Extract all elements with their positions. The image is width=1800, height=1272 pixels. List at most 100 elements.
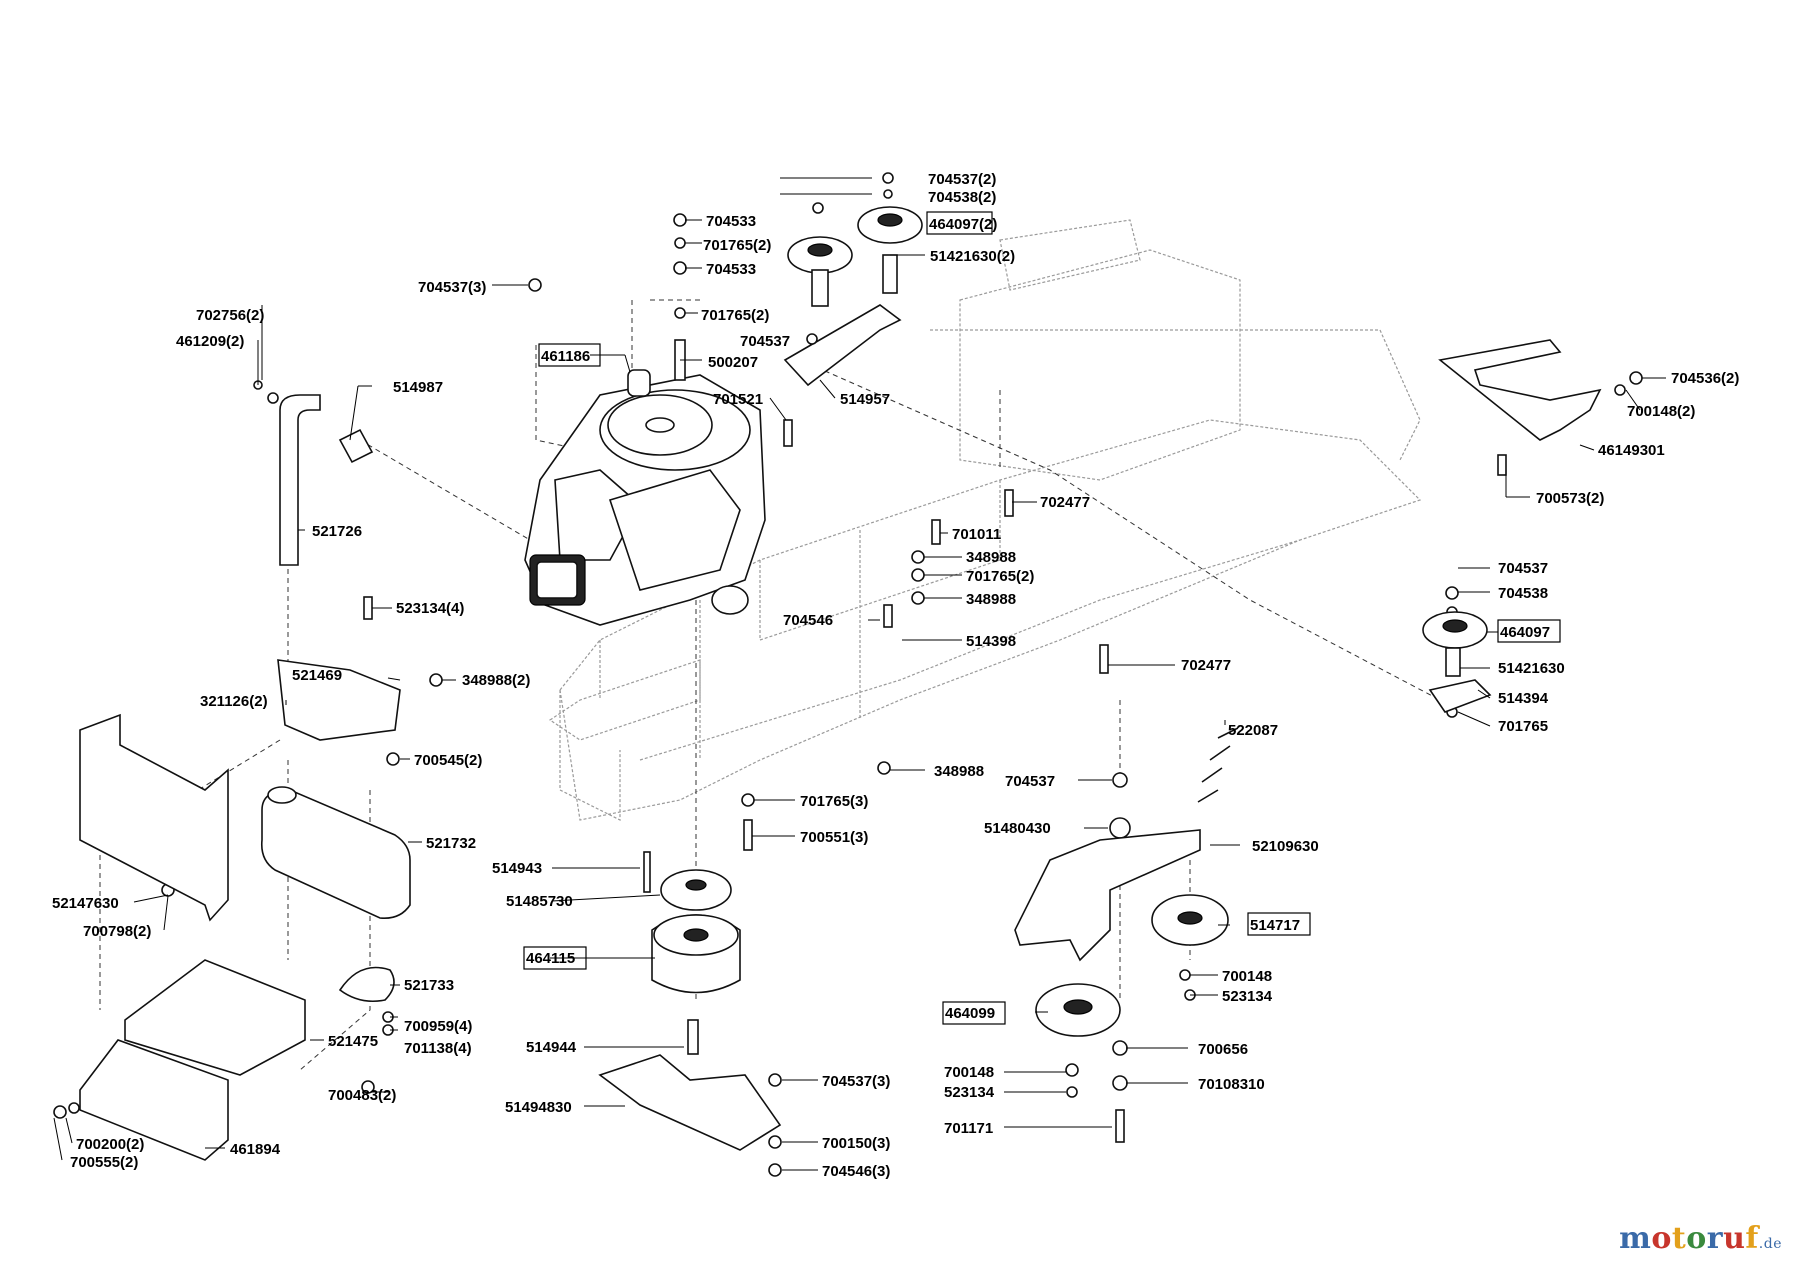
label-464097: 464097 (1500, 624, 1550, 641)
label-700200-2: 700200(2) (76, 1136, 144, 1153)
label-704533-a: 704533 (706, 213, 756, 230)
label-522087: 522087 (1228, 722, 1278, 739)
label-701765-2-b: 701765(2) (701, 307, 769, 324)
label-700148-2: 700148(2) (1627, 403, 1695, 420)
label-700148-a: 700148 (1222, 968, 1272, 985)
label-704537-2: 704537(2) (928, 171, 996, 188)
leader-lines (53, 177, 1666, 1171)
label-348988-c: 348988 (934, 763, 984, 780)
label-521732: 521732 (426, 835, 476, 852)
label-514943: 514943 (492, 860, 542, 877)
label-701138-4: 701138(4) (404, 1040, 472, 1057)
right-idler (1422, 339, 1602, 713)
label-523134-a: 523134 (1222, 988, 1273, 1005)
label-704537-a: 704537 (740, 333, 790, 350)
label-70108310: 70108310 (1198, 1076, 1265, 1093)
label-704538: 704538 (1498, 585, 1548, 602)
engine-461186 (524, 369, 766, 626)
label-700483-2: 700483(2) (328, 1087, 396, 1104)
label-514394: 514394 (1498, 690, 1549, 707)
label-701765-3: 701765(3) (800, 793, 868, 810)
label-702477-b: 702477 (1181, 657, 1231, 674)
label-701011: 701011 (952, 526, 1001, 543)
label-51421630: 51421630 (1498, 660, 1565, 677)
label-514957: 514957 (840, 391, 890, 408)
idler-pulleys-top (783, 172, 923, 387)
label-700798-2: 700798(2) (83, 923, 151, 940)
label-701171: 701171 (944, 1120, 993, 1137)
watermark-letter: o (1686, 1221, 1707, 1256)
label-321126-2: 321126(2) (200, 693, 268, 710)
label-700656: 700656 (1198, 1041, 1248, 1058)
watermark-letter: r (1706, 1221, 1724, 1256)
exhaust-pipe (279, 394, 374, 566)
watermark-logo-text: motoruf (1619, 1221, 1759, 1256)
label-701765: 701765 (1498, 718, 1548, 735)
label-704537-c: 704537 (1005, 773, 1055, 790)
label-700545-2: 700545(2) (414, 752, 482, 769)
label-461186: 461186 (541, 348, 590, 365)
part-labels: 704537(2) 704538(2) 464097(2) 51421630(2… (52, 171, 1739, 1180)
watermark-letter: f (1745, 1221, 1759, 1256)
label-702756-2: 702756(2) (196, 307, 264, 324)
label-52147630: 52147630 (52, 895, 119, 912)
hardware (53, 213, 1643, 1177)
label-704536-2: 704536(2) (1671, 370, 1739, 387)
label-700148-b: 700148 (944, 1064, 994, 1081)
pto-clutch (598, 851, 782, 1151)
label-500207: 500207 (708, 354, 758, 371)
label-523134-4: 523134(4) (396, 600, 464, 617)
muffler-assembly (79, 659, 411, 1003)
label-348988-b: 348988 (966, 591, 1016, 608)
label-461209-2: 461209(2) (176, 333, 244, 350)
label-700150-3: 700150(3) (822, 1135, 890, 1152)
idler-arm (1014, 727, 1239, 1037)
motoruf-watermark: motoruf.de (1619, 1221, 1782, 1256)
label-704546-3: 704546(3) (822, 1163, 890, 1180)
label-46149301: 46149301 (1598, 442, 1665, 459)
label-52109630: 52109630 (1252, 838, 1319, 855)
label-521469: 521469 (292, 667, 342, 684)
label-704546: 704546 (783, 612, 833, 629)
label-51485730: 51485730 (506, 893, 573, 910)
label-514987: 514987 (393, 379, 443, 396)
label-348988-2: 348988(2) (462, 672, 530, 689)
label-51421630-2: 51421630(2) (930, 248, 1015, 265)
label-702477-a: 702477 (1040, 494, 1090, 511)
label-51494830: 51494830 (505, 1099, 572, 1116)
label-464099: 464099 (945, 1005, 995, 1022)
label-704537-3-a: 704537(3) (418, 279, 486, 296)
label-704538-2: 704538(2) (928, 189, 996, 206)
watermark-letter: m (1619, 1221, 1652, 1256)
label-701521: 701521 (713, 391, 763, 408)
label-700959-4: 700959(4) (404, 1018, 472, 1035)
label-704537-b: 704537 (1498, 560, 1548, 577)
watermark-domain: .de (1758, 1236, 1782, 1252)
label-348988-a: 348988 (966, 549, 1016, 566)
watermark-letter: u (1723, 1221, 1746, 1256)
label-521726: 521726 (312, 523, 362, 540)
label-514944: 514944 (526, 1039, 577, 1056)
label-704537-3-b: 704537(3) (822, 1073, 890, 1090)
label-461894: 461894 (230, 1141, 281, 1158)
label-701765-2-a: 701765(2) (703, 237, 771, 254)
label-700555-2: 700555(2) (70, 1154, 138, 1171)
label-521733: 521733 (404, 977, 454, 994)
label-523134-b: 523134 (944, 1084, 995, 1101)
label-701765-2-c: 701765(2) (966, 568, 1034, 585)
label-514398: 514398 (966, 633, 1016, 650)
watermark-letter: o (1651, 1221, 1672, 1256)
label-700551-3: 700551(3) (800, 829, 868, 846)
watermark-letter: t (1671, 1221, 1687, 1256)
label-700573-2: 700573(2) (1536, 490, 1604, 507)
label-521475: 521475 (328, 1033, 378, 1050)
label-boxes (523, 211, 1561, 1025)
label-514717: 514717 (1250, 917, 1300, 934)
label-464115: 464115 (526, 950, 575, 967)
label-704533-b: 704533 (706, 261, 756, 278)
lower-guards (79, 959, 306, 1161)
label-464097-2: 464097(2) (929, 216, 997, 233)
label-51480430: 51480430 (984, 820, 1051, 837)
